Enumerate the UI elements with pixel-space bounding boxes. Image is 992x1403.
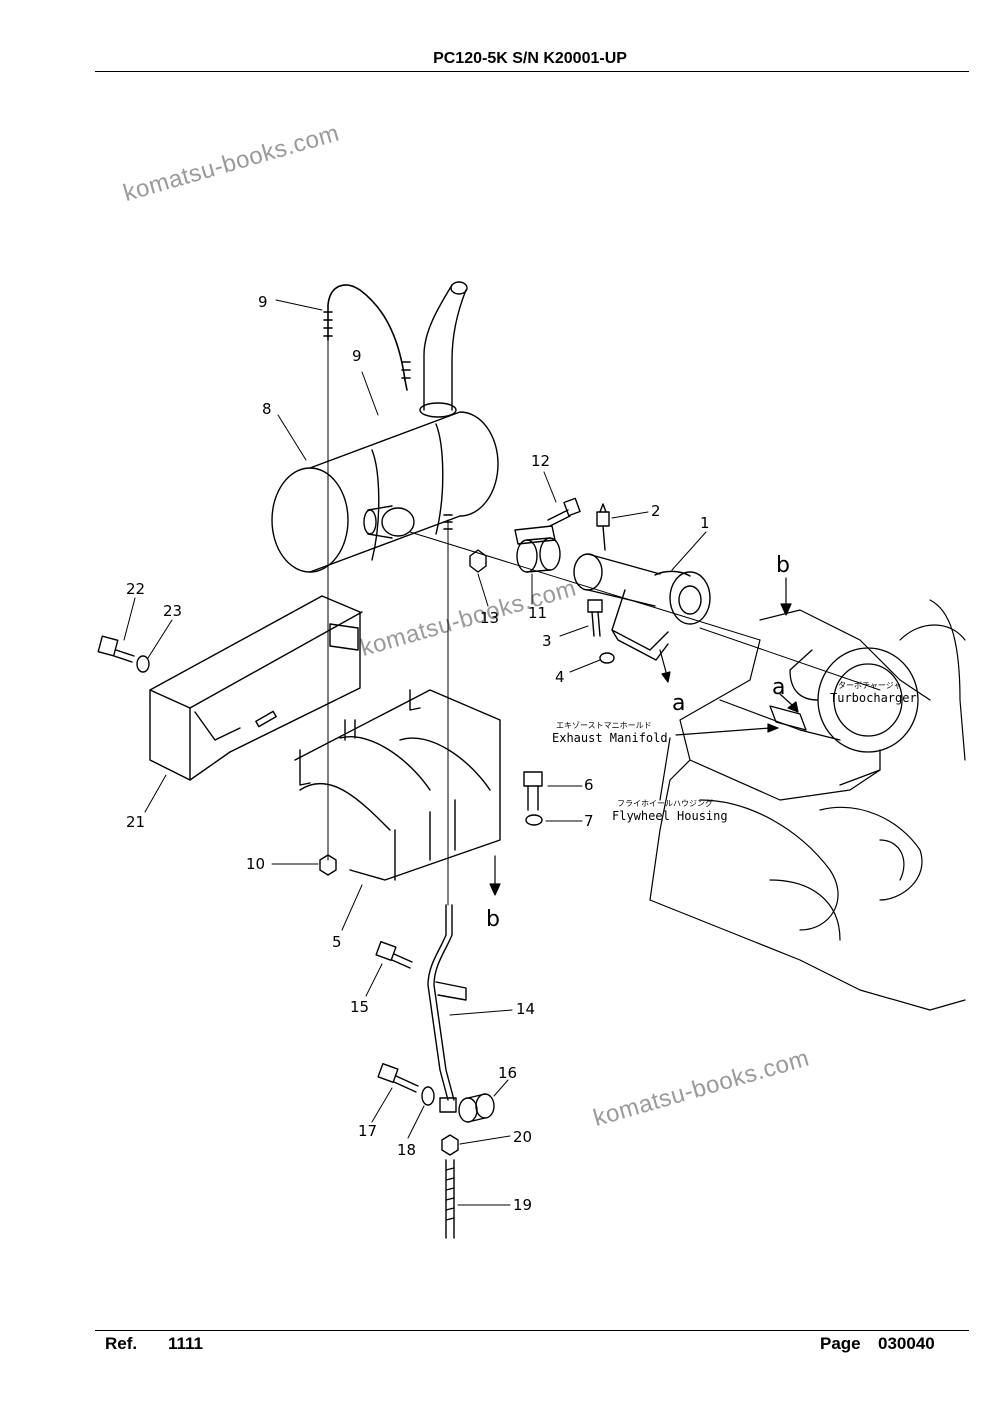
bolt [97, 635, 135, 663]
u-bolt [323, 284, 453, 530]
callout-17: 17 [358, 1122, 377, 1140]
callout-19: 19 [513, 1196, 532, 1214]
exhaust-manifold-label-jp: エキゾーストマニホールド [556, 721, 652, 730]
header-rule [95, 71, 969, 72]
flywheel-housing-label: Flywheel Housing [612, 809, 728, 823]
callout-23: 23 [163, 602, 182, 620]
bolt [547, 497, 581, 527]
ref-value: 1111 [168, 1334, 204, 1353]
callout-18: 18 [397, 1141, 416, 1159]
callout-2: 2 [651, 502, 661, 520]
washer [421, 1086, 435, 1106]
nut [469, 549, 487, 573]
exhaust-manifold-label: Exhaust Manifold [552, 731, 668, 745]
callout-9: 9 [352, 347, 362, 365]
callout-10: 10 [246, 855, 265, 873]
flywheel-housing-label-jp: フライホイールハウジング [617, 798, 713, 808]
callout-22: 22 [126, 580, 145, 598]
ref-letter-b: b [486, 907, 500, 932]
bolt [523, 771, 543, 811]
reference-letters: b a a b [486, 553, 790, 932]
callout-11: 11 [528, 604, 547, 622]
muffler-inlet [363, 505, 415, 539]
washer [136, 655, 150, 673]
heat-shield [149, 595, 363, 781]
muffler-bracket [294, 689, 501, 881]
turbocharger-label: Turbocharger [830, 691, 917, 705]
stud [445, 1159, 455, 1239]
callout-21: 21 [126, 813, 145, 831]
page-value: 030040 [878, 1334, 935, 1353]
callout-13: 13 [480, 609, 499, 627]
ref-letter-b: b [776, 553, 790, 578]
callout-3: 3 [542, 632, 552, 650]
ref-label: Ref. [105, 1334, 138, 1353]
footer-rule [95, 1330, 969, 1331]
turbocharger [769, 647, 919, 786]
turbocharger-label-jp: ターボチャージャ [838, 681, 901, 690]
ref-letter-a: a [772, 675, 785, 700]
callout-6: 6 [584, 776, 594, 794]
nut [441, 1134, 459, 1156]
reference-arrows [489, 577, 799, 896]
callout-1: 1 [700, 514, 710, 532]
tail-pipe [419, 281, 468, 418]
nut [319, 854, 337, 876]
nipple [596, 503, 610, 551]
callout-15: 15 [350, 998, 369, 1016]
callout-7: 7 [584, 812, 594, 830]
leader-lines [123, 299, 707, 1206]
callout-12: 12 [531, 452, 550, 470]
muffler-body [271, 411, 499, 573]
exhaust-elbow [573, 553, 711, 661]
engine-block [649, 599, 966, 1011]
bolt [375, 940, 413, 969]
washer [525, 814, 543, 826]
callout-8: 8 [262, 400, 272, 418]
alignment-lines [327, 339, 881, 906]
bolt [587, 599, 603, 637]
callout-9: 9 [258, 293, 268, 311]
bolt [377, 1062, 419, 1093]
callout-5: 5 [332, 933, 342, 951]
clamp [514, 525, 561, 573]
page-title: PC120-5K S/N K20001-UP [433, 50, 627, 67]
annotations: ターボチャージャ Turbocharger エキゾーストマニホールド Exhau… [552, 681, 917, 823]
ref-letter-a: a [672, 691, 685, 716]
washer [599, 652, 615, 664]
callout-14: 14 [516, 1000, 535, 1018]
support-stay [427, 904, 467, 1113]
spacer [458, 1093, 495, 1123]
callout-4: 4 [555, 668, 565, 686]
callout-labels: 1 2 3 4 5 6 7 8 9 9 10 11 12 13 14 15 16… [126, 293, 710, 1214]
callout-16: 16 [498, 1064, 517, 1082]
callout-20: 20 [513, 1128, 532, 1146]
page-label: Page [820, 1334, 861, 1353]
